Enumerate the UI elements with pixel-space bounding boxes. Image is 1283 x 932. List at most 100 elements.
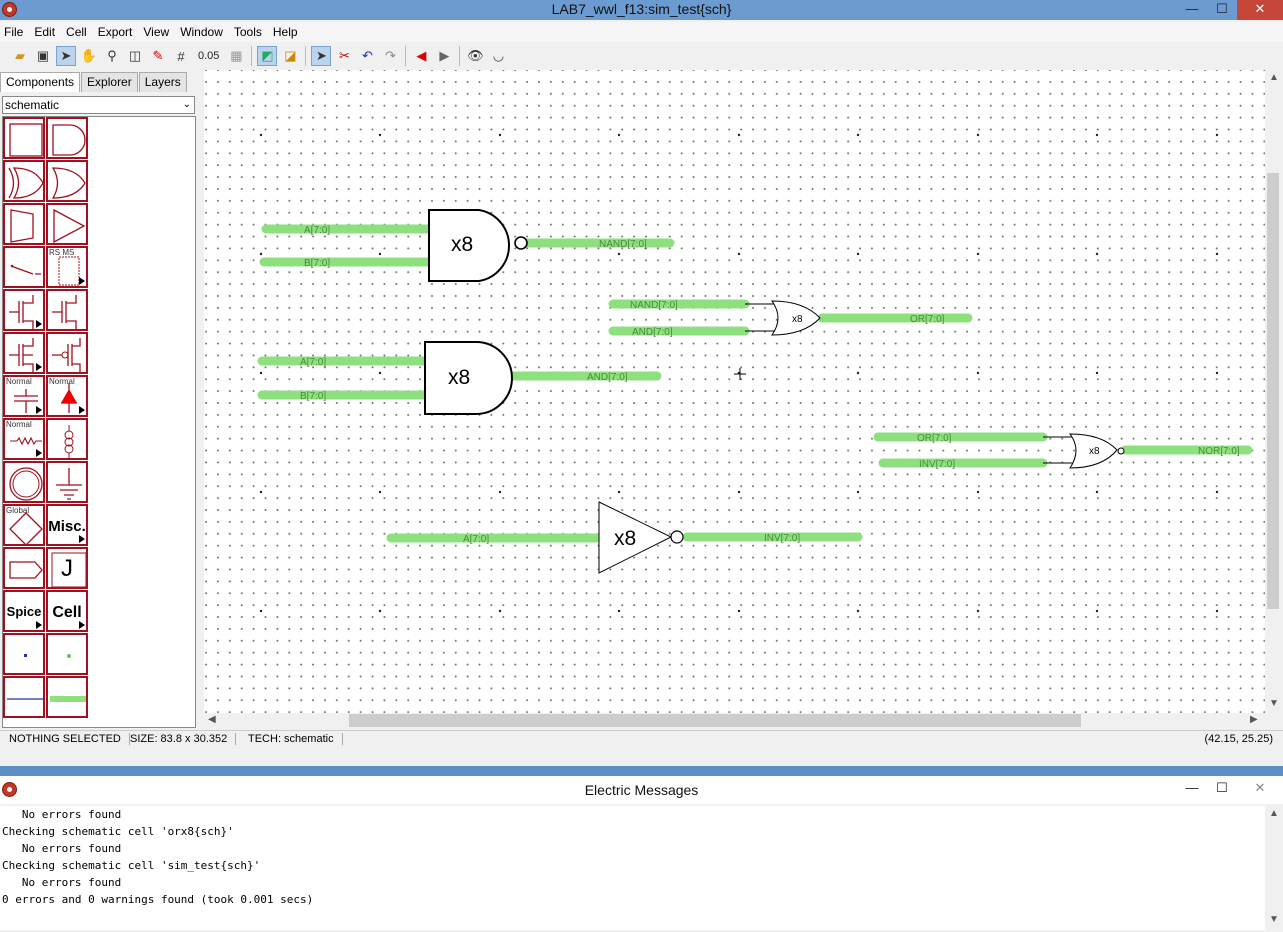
undo-icon[interactable]: ↶ — [361, 48, 373, 63]
palette-flipflop[interactable]: RS MS — [46, 246, 88, 288]
scroll-right-icon[interactable]: ▶ — [1250, 714, 1258, 725]
messages-app-icon[interactable] — [2, 782, 17, 797]
menu-help[interactable]: Help — [272, 25, 298, 39]
menu-export[interactable]: Export — [97, 25, 133, 39]
label-and-b: B[7:0] — [300, 391, 326, 402]
messages-title-bar: Electric Messages — ☐ ✕ — [0, 776, 1283, 804]
grid-icon[interactable]: # — [177, 48, 185, 64]
messages-maximize-icon[interactable]: ☐ — [1216, 780, 1228, 795]
messages-scroll-up-icon[interactable]: ▲ — [1269, 808, 1279, 819]
normal-label: Normal — [6, 420, 32, 429]
tab-components[interactable]: Components — [0, 72, 81, 92]
label-nand-out: NAND[7:0] — [599, 239, 647, 250]
forward-arrow-icon[interactable]: ▶ — [439, 48, 450, 63]
inverter-gate[interactable]: x8 — [598, 501, 684, 574]
chevron-down-icon: ⌄ — [182, 99, 191, 110]
menu-edit[interactable]: Edit — [34, 25, 56, 39]
palette-bus-arc[interactable] — [46, 676, 88, 718]
scroll-down-icon[interactable]: ▼ — [1269, 698, 1279, 709]
palette-resistor[interactable]: Normal — [3, 418, 45, 460]
menu-tools[interactable]: Tools — [233, 25, 262, 39]
global-label: Global — [6, 506, 30, 515]
messages-title: Electric Messages — [584, 782, 699, 798]
pan-hand-icon[interactable]: ✋ — [80, 48, 98, 63]
palette-bus-pin[interactable] — [46, 633, 88, 675]
outline-edit-icon[interactable]: ◫ — [128, 48, 142, 63]
menu-cell[interactable]: Cell — [66, 25, 87, 39]
messages-close-icon[interactable]: ✕ — [1254, 780, 1266, 795]
hide-eye-icon[interactable]: ◡ — [492, 48, 505, 63]
close-icon[interactable]: ✕ — [1237, 0, 1283, 20]
or-gate-label: x8 — [792, 314, 803, 325]
measure-icon[interactable]: ✎ — [152, 48, 164, 63]
technology-select[interactable]: schematic ⌄ — [2, 96, 195, 114]
palette-pmos[interactable] — [46, 289, 88, 331]
save-icon[interactable]: ▣ — [36, 48, 50, 63]
select-arrow-icon[interactable]: ➤ — [56, 46, 76, 66]
palette-source[interactable] — [3, 461, 45, 503]
maximize-icon[interactable]: ☐ — [1216, 1, 1228, 16]
palette-mux[interactable] — [3, 203, 45, 245]
grid-align-icon[interactable]: ▦ — [230, 48, 243, 63]
menu-bar: File Edit Cell Export View Window Tools … — [0, 22, 1283, 42]
menu-file[interactable]: File — [4, 25, 24, 39]
palette-xor-gate[interactable] — [3, 160, 45, 202]
palette-capacitor[interactable]: Normal — [3, 375, 45, 417]
palette-or-gate[interactable] — [46, 160, 88, 202]
more-arrow-icon — [36, 406, 42, 414]
palette-pmos-4term[interactable] — [46, 332, 88, 374]
menu-view[interactable]: View — [143, 25, 170, 39]
palette-ground[interactable] — [46, 461, 88, 503]
messages-minimize-icon[interactable]: — — [1185, 780, 1199, 795]
palette-nmos-4term[interactable] — [3, 332, 45, 374]
select-area-icon[interactable]: ◪ — [284, 48, 297, 63]
tab-explorer[interactable]: Explorer — [81, 72, 138, 92]
normal-label: Normal — [6, 377, 32, 386]
messages-scrollbar[interactable] — [1265, 806, 1281, 930]
and-gate[interactable]: x8 — [424, 341, 513, 415]
zoom-icon[interactable]: ⚲ — [107, 48, 117, 63]
palette-wire-arc[interactable] — [3, 676, 45, 718]
scroll-up-icon[interactable]: ▲ — [1269, 72, 1279, 83]
palette-off-page[interactable] — [3, 547, 45, 589]
open-folder-icon[interactable]: ▰ — [15, 48, 25, 63]
tab-layers[interactable]: Layers — [138, 72, 187, 92]
title-bar: LAB7_wwl_f13:sim_test{sch} — ☐ ✕ — [0, 0, 1283, 20]
redo-icon[interactable]: ↷ — [384, 48, 396, 63]
major-grid — [259, 133, 1219, 613]
palette-cell[interactable]: Cell — [46, 590, 88, 632]
scroll-left-icon[interactable]: ◀ — [208, 714, 216, 725]
schematic-canvas[interactable]: A[7:0] B[7:0] NAND[7:0] A[7:0] B[7:0] AN… — [204, 70, 1268, 713]
cut-icon[interactable]: ✂ — [338, 48, 350, 63]
messages-scroll-down-icon[interactable]: ▼ — [1269, 914, 1279, 925]
or-gate[interactable]: x8 — [745, 300, 821, 336]
palette-switch[interactable] — [3, 246, 45, 288]
select-objects-icon[interactable]: ◩ — [257, 46, 278, 66]
nor-gate[interactable]: x8 — [1043, 433, 1125, 469]
palette-diode[interactable]: Normal — [46, 375, 88, 417]
palette-inductor[interactable] — [46, 418, 88, 460]
status-tech: TECH: schematic — [248, 733, 343, 745]
show-eye-icon[interactable]: 👁 — [467, 48, 484, 63]
app-icon[interactable] — [2, 2, 17, 17]
more-arrow-icon — [79, 535, 85, 543]
menu-window[interactable]: Window — [180, 25, 223, 39]
nand-gate-label: x8 — [451, 233, 473, 256]
nand-gate[interactable]: x8 — [428, 209, 528, 282]
palette-misc[interactable]: Misc. — [46, 504, 88, 546]
palette-junction[interactable]: J — [46, 547, 88, 589]
back-arrow-icon[interactable]: ◀ — [416, 48, 427, 63]
palette-buffer[interactable] — [46, 203, 88, 245]
palette-box[interactable] — [3, 117, 45, 159]
more-arrow-icon — [79, 406, 85, 414]
cursor-icon[interactable]: ➤ — [311, 46, 332, 66]
palette-spice[interactable]: Spice — [3, 590, 45, 632]
palette-nmos[interactable] — [3, 289, 45, 331]
palette-global[interactable]: Global — [3, 504, 45, 546]
minimize-icon[interactable]: — — [1185, 1, 1199, 16]
horizontal-scroll-thumb[interactable] — [349, 714, 1081, 727]
palette-and-gate[interactable] — [46, 117, 88, 159]
palette-wire-pin[interactable] — [3, 633, 45, 675]
vertical-scroll-thumb[interactable] — [1267, 173, 1279, 609]
